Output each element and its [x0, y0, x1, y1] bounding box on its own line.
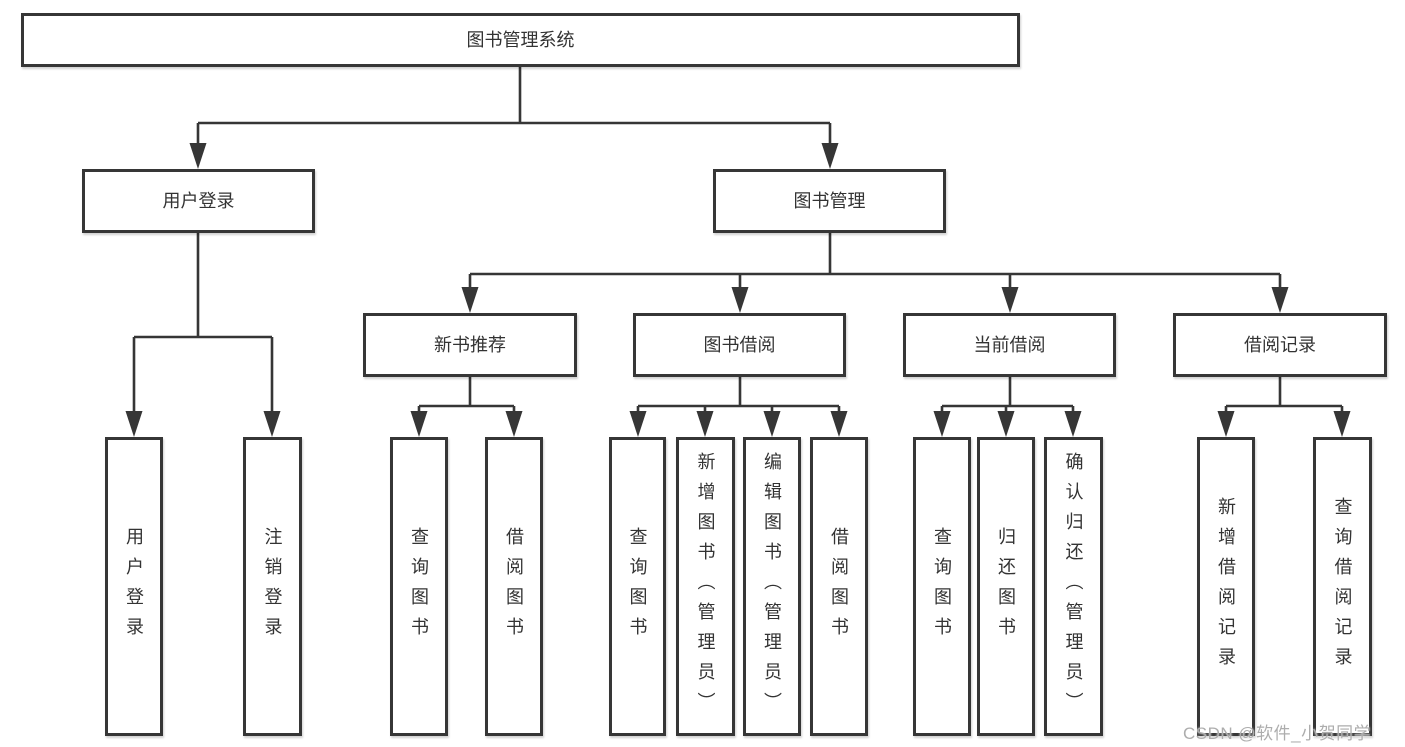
leaf-add-book-admin-label: 新增图书（管理员） — [695, 451, 716, 722]
leaf-query-books-current-label: 查询图书 — [932, 526, 952, 647]
leaf-edit-book-admin: 编辑图书（管理员） — [743, 437, 801, 736]
node-new-book-recommend: 新书推荐 — [363, 313, 577, 377]
leaf-borrow-books-borrowing: 借阅图书 — [810, 437, 868, 736]
leaf-add-borrow-record-label: 新增借阅记录 — [1216, 496, 1236, 677]
leaf-add-borrow-record: 新增借阅记录 — [1197, 437, 1255, 736]
leaf-borrow-books-recommend: 借阅图书 — [485, 437, 543, 736]
node-user-login-label: 用户登录 — [162, 191, 235, 211]
leaf-logout-label: 注销登录 — [262, 526, 283, 647]
connector-borrowing-records-to-leaves — [1217, 377, 1351, 437]
leaf-logout: 注销登录 — [243, 437, 302, 736]
connector-book-management-to-level3 — [461, 233, 1289, 313]
node-user-login: 用户登录 — [82, 169, 315, 233]
leaf-borrow-books-borrowing-label: 借阅图书 — [829, 526, 849, 647]
node-new-book-recommend-label: 新书推荐 — [434, 335, 506, 355]
node-book-borrowing-label: 图书借阅 — [703, 335, 776, 355]
leaf-query-books-current: 查询图书 — [913, 437, 971, 736]
connector-new-book-recommend-to-leaves — [410, 377, 523, 437]
leaf-confirm-return-admin-label: 确认归还（管理员） — [1063, 451, 1084, 722]
leaf-query-books-borrowing-label: 查询图书 — [627, 526, 648, 647]
leaf-user-login-label: 用户登录 — [124, 526, 144, 647]
node-library-system-label: 图书管理系统 — [466, 30, 575, 50]
leaf-borrow-books-recommend-label: 借阅图书 — [504, 526, 524, 647]
leaf-query-borrow-record-label: 查询借阅记录 — [1332, 496, 1353, 677]
node-book-management-label: 图书管理 — [793, 191, 866, 211]
leaf-return-books-label: 归还图书 — [996, 526, 1016, 647]
leaf-query-books-recommend: 查询图书 — [390, 437, 448, 736]
connector-user-login-to-leaves — [125, 233, 281, 437]
csdn-watermark: CSDN @软件_小贺同学 — [1183, 724, 1372, 743]
leaf-add-book-admin: 新增图书（管理员） — [676, 437, 735, 736]
node-library-system: 图书管理系统 — [21, 13, 1020, 67]
leaf-confirm-return-admin: 确认归还（管理员） — [1044, 437, 1103, 736]
node-current-borrowing-label: 当前借阅 — [973, 335, 1046, 355]
node-book-management: 图书管理 — [713, 169, 946, 233]
leaf-return-books: 归还图书 — [977, 437, 1035, 736]
connector-current-borrowing-to-leaves — [933, 377, 1082, 437]
node-book-borrowing: 图书借阅 — [633, 313, 846, 377]
leaf-edit-book-admin-label: 编辑图书（管理员） — [762, 451, 782, 722]
leaf-user-login: 用户登录 — [105, 437, 163, 736]
connector-root-to-level2 — [189, 67, 839, 169]
leaf-query-books-borrowing: 查询图书 — [609, 437, 666, 736]
node-borrowing-records: 借阅记录 — [1173, 313, 1387, 377]
node-borrowing-records-label: 借阅记录 — [1244, 335, 1316, 355]
leaf-query-books-recommend-label: 查询图书 — [409, 526, 429, 647]
leaf-query-borrow-record: 查询借阅记录 — [1313, 437, 1372, 736]
node-current-borrowing: 当前借阅 — [903, 313, 1116, 377]
connector-book-borrowing-to-leaves — [629, 377, 848, 437]
